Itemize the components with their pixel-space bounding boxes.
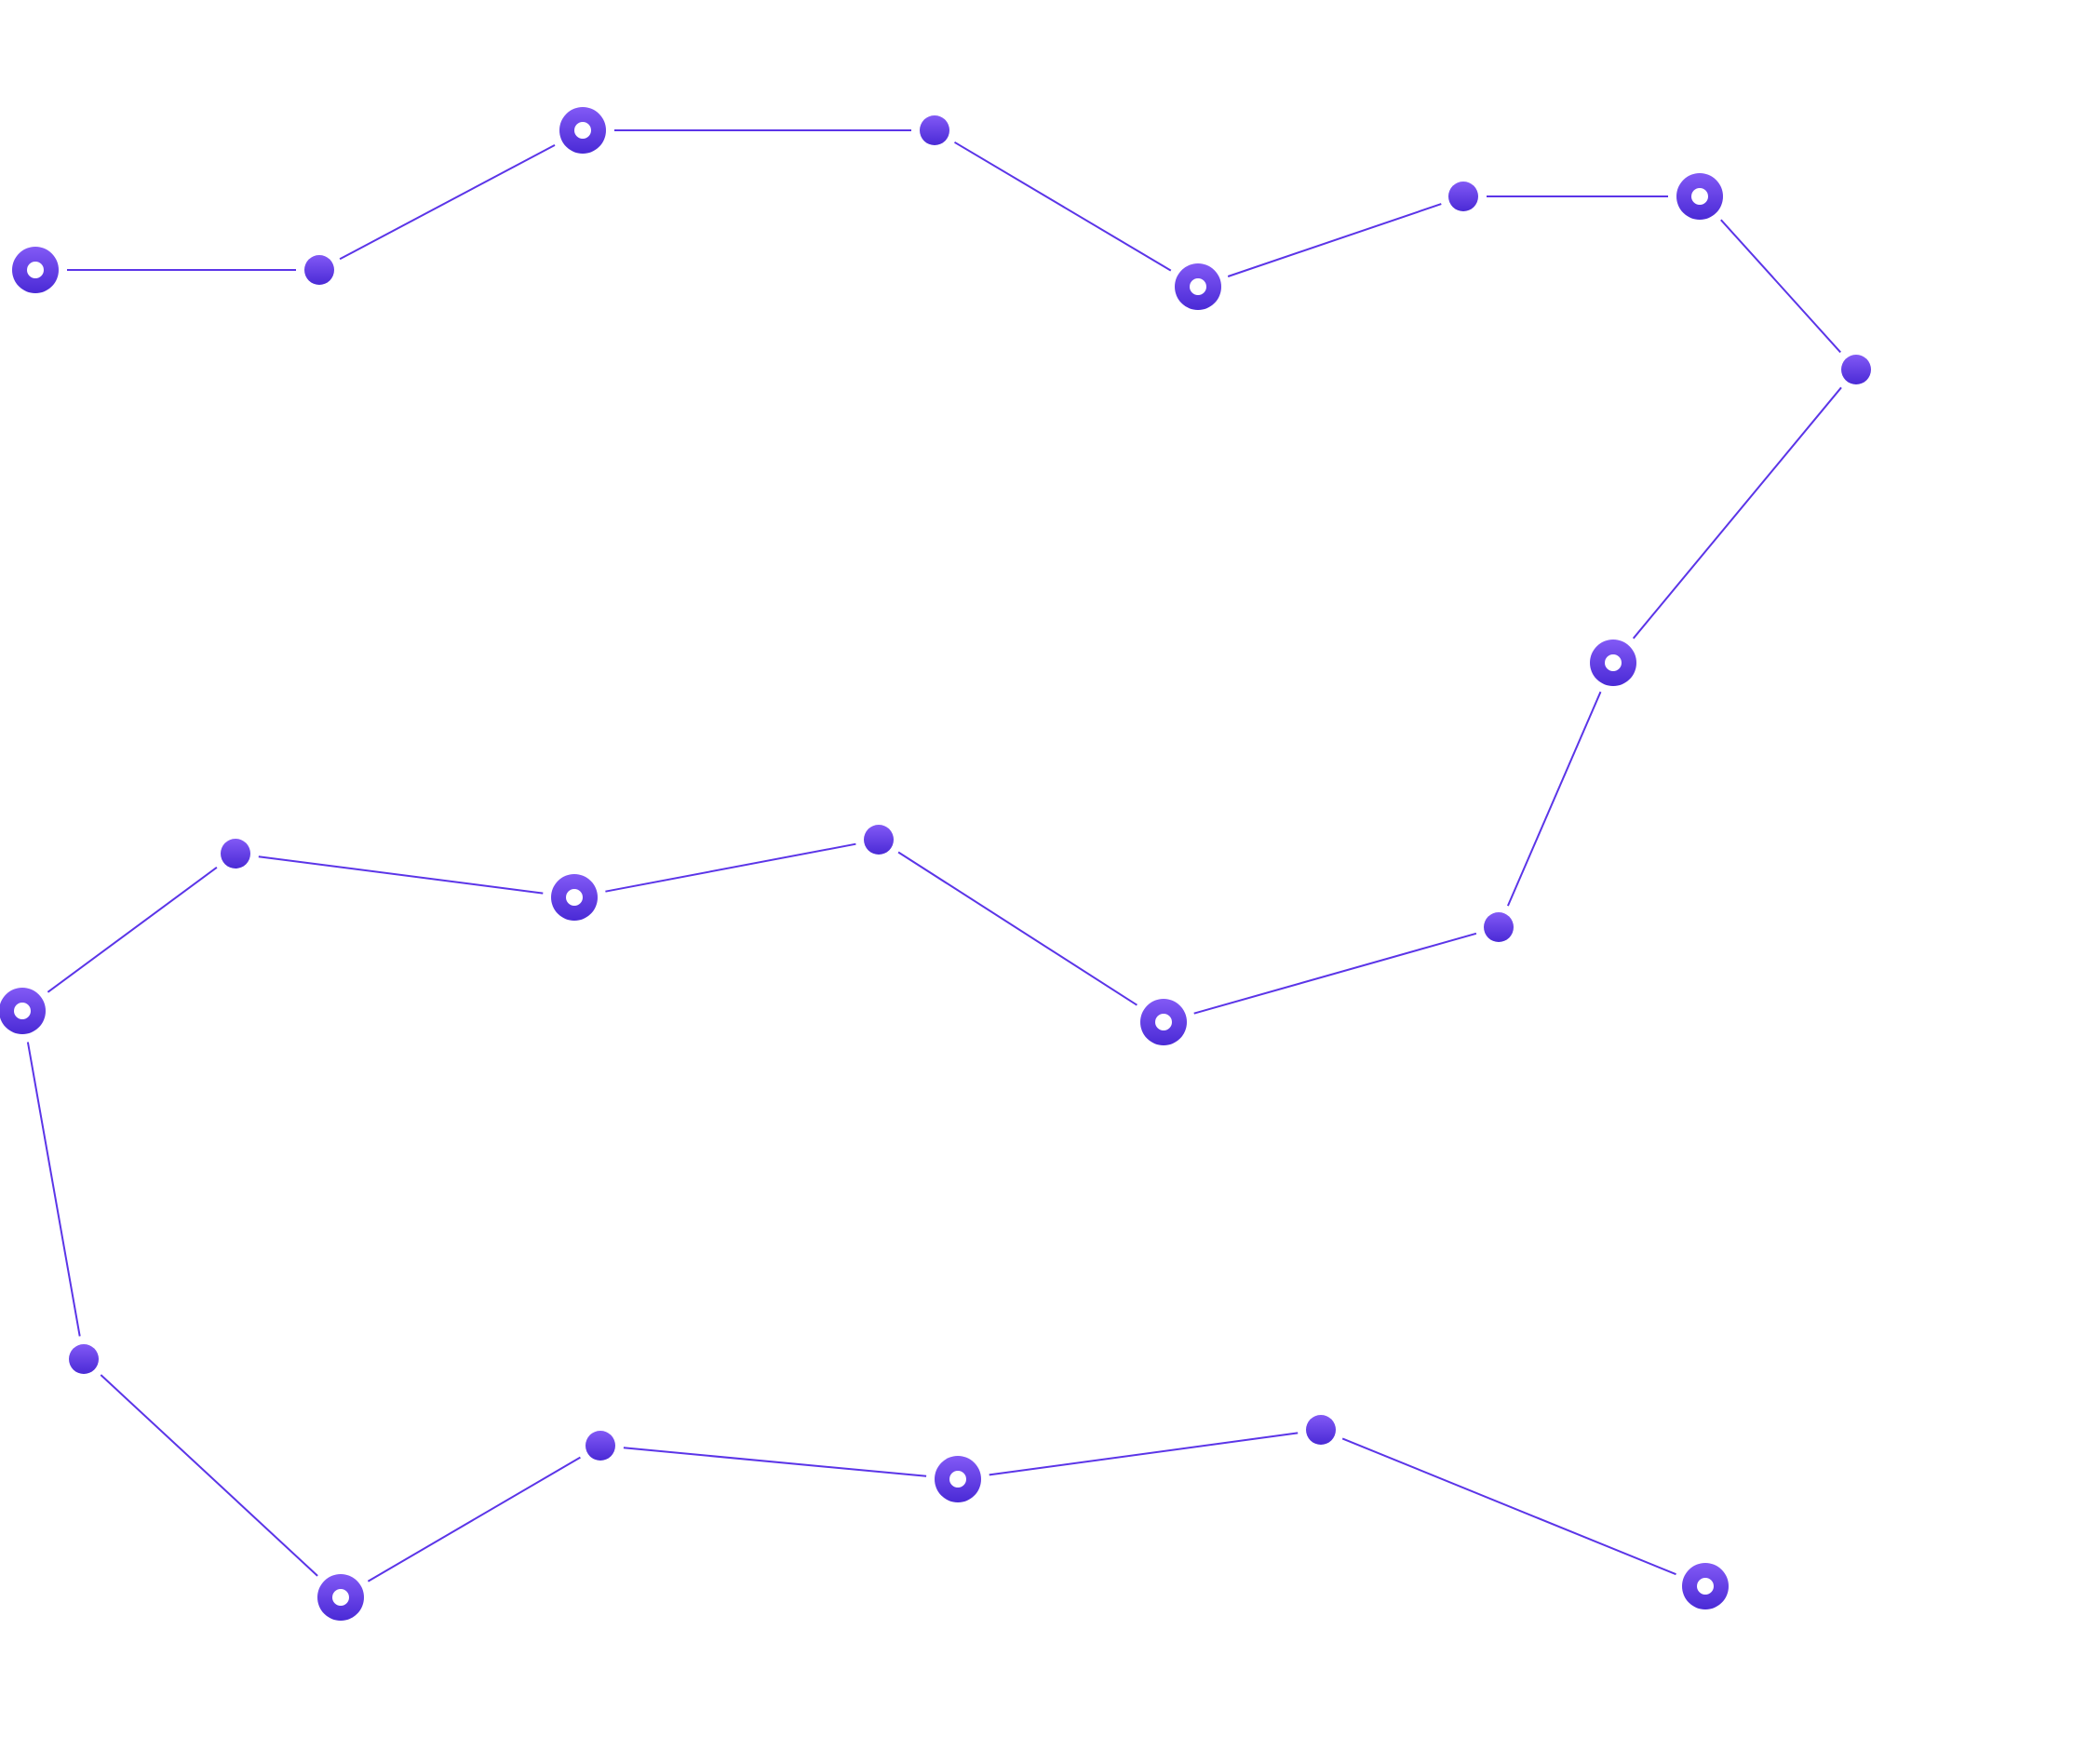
dot-node-fill — [920, 115, 949, 145]
ring-node-hole — [1691, 188, 1708, 205]
dot-node — [221, 839, 250, 868]
dot-node-fill — [1484, 912, 1514, 942]
dot-node — [864, 825, 894, 855]
path-edge — [1632, 386, 1842, 640]
dot-node — [304, 255, 334, 285]
ring-node-hole — [1697, 1578, 1714, 1595]
ring-node — [1140, 999, 1187, 1045]
path-edge — [605, 842, 856, 893]
path-nodes — [0, 107, 1871, 1621]
dot-node-fill — [221, 839, 250, 868]
path-edges — [26, 129, 1842, 1582]
path-edge — [623, 1447, 927, 1477]
dot-node — [1448, 182, 1478, 211]
ring-node-hole — [332, 1589, 349, 1606]
ring-node — [935, 1456, 981, 1502]
ring-node-hole — [949, 1471, 966, 1488]
dot-node — [1484, 912, 1514, 942]
path-edge — [1227, 203, 1442, 277]
ring-node-hole — [14, 1003, 31, 1019]
dot-node-fill — [304, 255, 334, 285]
ring-node — [1682, 1563, 1729, 1609]
dot-node — [1841, 355, 1871, 384]
ring-node — [559, 107, 606, 154]
dot-node-fill — [1448, 182, 1478, 211]
path-edge — [47, 866, 218, 993]
ring-node-hole — [27, 262, 44, 278]
path-edge — [26, 1042, 81, 1337]
path-edge — [339, 144, 556, 261]
dot-node-fill — [864, 825, 894, 855]
path-edge — [1720, 219, 1841, 354]
ring-node — [317, 1574, 364, 1621]
path-edge — [367, 1456, 581, 1582]
path-edge — [258, 855, 544, 895]
ring-node-hole — [1190, 278, 1206, 295]
ring-node — [551, 874, 598, 921]
path-edge — [897, 851, 1138, 1006]
dot-node-fill — [1306, 1415, 1336, 1445]
ring-node — [1676, 173, 1723, 220]
dot-node — [1306, 1415, 1336, 1445]
path-edge — [1341, 1437, 1676, 1576]
ring-node-hole — [1155, 1014, 1172, 1030]
dot-node — [920, 115, 949, 145]
ring-node — [12, 247, 59, 293]
path-edge — [100, 1374, 318, 1577]
ring-node-hole — [566, 889, 583, 906]
path-edge — [989, 1432, 1299, 1476]
path-edge — [1506, 691, 1602, 907]
path-edge — [1193, 932, 1477, 1015]
dot-node-fill — [586, 1431, 615, 1461]
ring-node-hole — [1605, 654, 1622, 671]
dot-node — [69, 1344, 99, 1374]
path-edge — [953, 141, 1172, 272]
dot-node-fill — [1841, 355, 1871, 384]
ring-node — [1175, 263, 1221, 310]
ring-node — [0, 988, 46, 1034]
dot-node — [586, 1431, 615, 1461]
ring-node — [1590, 640, 1636, 686]
ring-node-hole — [574, 122, 591, 139]
dot-node-fill — [69, 1344, 99, 1374]
